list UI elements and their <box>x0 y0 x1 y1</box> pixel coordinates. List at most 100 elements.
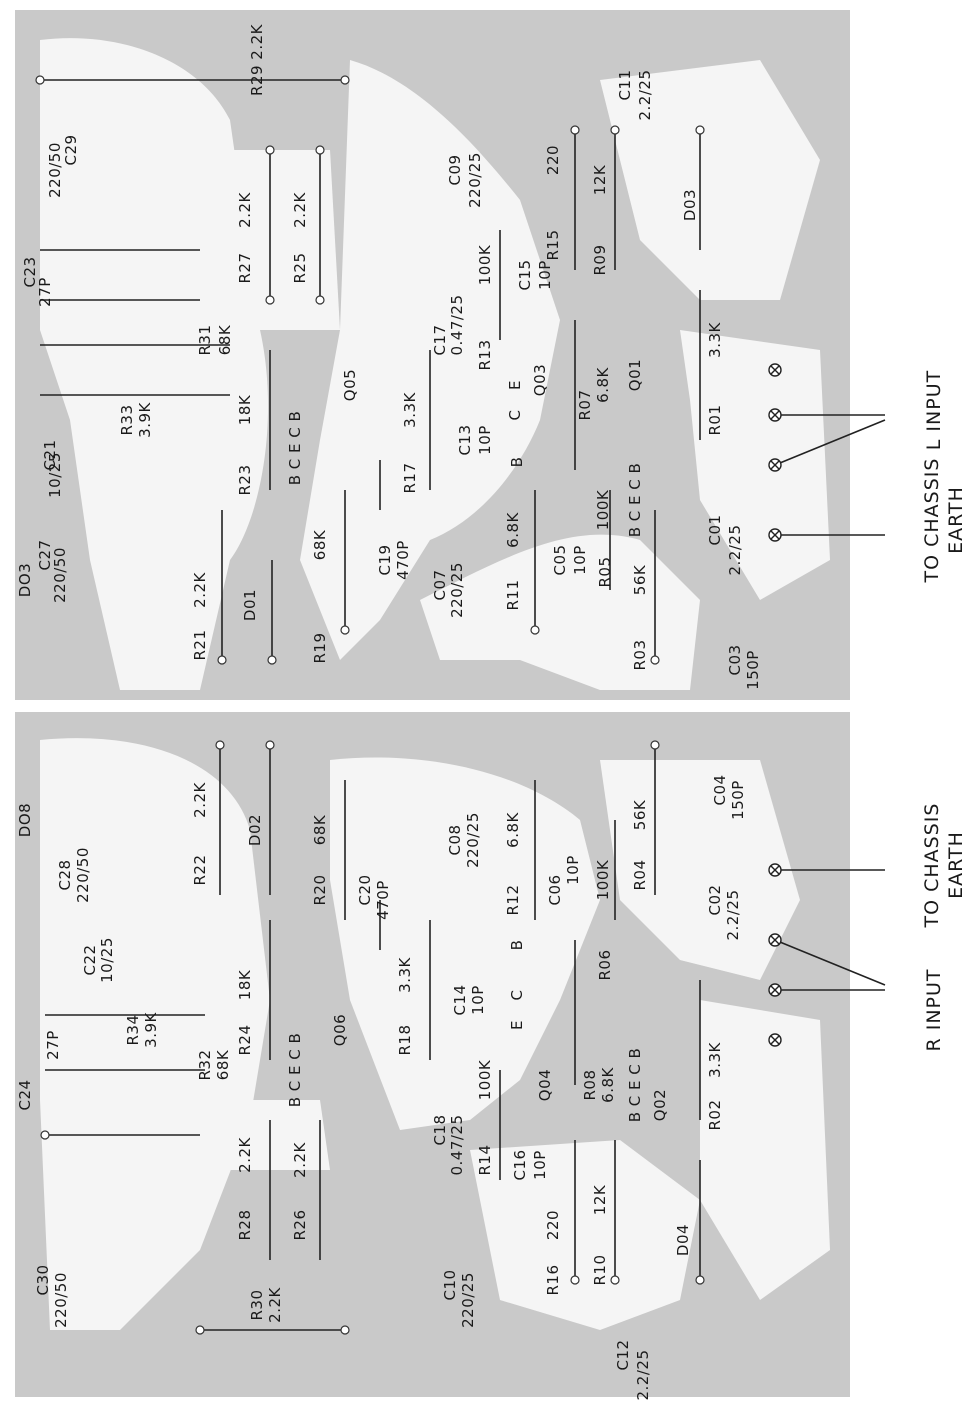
component-label: R31 <box>196 324 214 355</box>
component-label: R14 <box>476 1144 494 1175</box>
component-label: 100K <box>476 1059 494 1100</box>
component-label: DO8 <box>16 803 34 837</box>
component-label: C28 <box>56 859 74 890</box>
component-label: 2.2/25 <box>634 1350 652 1401</box>
component-label: 220/25 <box>466 152 484 208</box>
component-label: C29 <box>62 134 80 165</box>
lower-to-chassis-label-2: EARTH <box>945 831 967 899</box>
lower-wires <box>45 745 886 1331</box>
upper-wires <box>40 79 886 660</box>
component-label: C09 <box>446 154 464 185</box>
component-label: C21 <box>41 439 59 470</box>
component-label: C22 <box>81 944 99 975</box>
component-label: C17 <box>431 324 449 355</box>
upper-to-chassis-label-2: EARTH <box>945 486 967 554</box>
component-label: R27 <box>236 252 254 283</box>
component-label: 10P <box>564 855 582 885</box>
component-label: C <box>506 410 524 421</box>
component-label: C <box>508 990 526 1001</box>
component-label: R26 <box>291 1209 309 1240</box>
component-label: 68K <box>216 324 234 355</box>
component-label: 2.2K <box>236 1136 254 1172</box>
component-label: R10 <box>591 1254 609 1285</box>
component-label: D04 <box>674 1224 692 1256</box>
component-label: R03 <box>631 639 649 670</box>
component-label: 0.47/25 <box>448 294 466 355</box>
component-label: C20 <box>356 874 374 905</box>
component-label: 18K <box>236 394 254 425</box>
component-label: 56K <box>631 799 649 830</box>
component-label: 100K <box>594 489 612 530</box>
component-label: C27 <box>36 539 54 570</box>
component-label: 2.2/25 <box>726 525 744 576</box>
component-label: 2.2/25 <box>724 890 742 941</box>
component-label: 10/25 <box>46 452 64 498</box>
component-label: B C E C B <box>626 463 644 538</box>
l-input-label: L INPUT <box>923 370 945 450</box>
component-label: 150P <box>744 650 762 690</box>
component-label: 2.2K <box>191 571 209 607</box>
lower-to-chassis-label-1: TO CHASSIS <box>921 803 943 929</box>
component-label: DO3 <box>16 563 34 597</box>
component-label: R34 <box>124 1014 142 1045</box>
component-label: 100K <box>594 859 612 900</box>
component-label: R33 <box>118 404 136 435</box>
component-label: 10P <box>476 425 494 455</box>
component-label: R23 <box>236 464 254 495</box>
component-label: 220/25 <box>459 1272 477 1328</box>
component-label: R22 <box>191 854 209 885</box>
component-label: 18K <box>236 969 254 1000</box>
component-label: 56K <box>631 564 649 595</box>
component-label: C01 <box>706 514 724 545</box>
component-label: 2.2K <box>191 781 209 817</box>
component-label: Q02 <box>651 1089 669 1121</box>
component-label: C13 <box>456 424 474 455</box>
component-label: 6.8K <box>594 366 612 402</box>
component-label: 10P <box>571 545 589 575</box>
component-label: 100K <box>476 244 494 285</box>
component-label: D01 <box>241 589 259 621</box>
component-label: 220/25 <box>464 812 482 868</box>
component-label: D03 <box>681 189 699 221</box>
component-label: C02 <box>706 884 724 915</box>
component-label: R24 <box>236 1024 254 1055</box>
component-label: 3.3K <box>401 391 419 427</box>
component-label: C24 <box>16 1079 34 1110</box>
terminals <box>768 363 782 1047</box>
pads <box>35 75 705 1335</box>
component-label: 2.2K <box>291 1141 309 1177</box>
component-label: 10/25 <box>98 937 116 983</box>
component-label: R25 <box>291 252 309 283</box>
component-label: 220/50 <box>52 1272 70 1328</box>
component-label: 10P <box>536 260 554 290</box>
component-label: 2.2K <box>266 1286 284 1322</box>
component-label: Q05 <box>341 369 359 401</box>
component-label: R06 <box>596 949 614 980</box>
component-label: C18 <box>431 1114 449 1145</box>
r-input-label: R INPUT <box>923 968 945 1051</box>
component-label: 68K <box>311 814 329 845</box>
component-label: R28 <box>236 1209 254 1240</box>
component-label: C14 <box>451 984 469 1015</box>
component-label: 68K <box>214 1049 232 1080</box>
component-label: 0.47/25 <box>448 1114 466 1175</box>
component-label: C05 <box>551 544 569 575</box>
upper-to-chassis-label-1: TO CHASSIS <box>921 458 943 584</box>
component-label: D02 <box>246 814 264 846</box>
component-label: 27P <box>36 277 54 307</box>
component-label: 2.2K <box>236 191 254 227</box>
component-label: R04 <box>631 859 649 890</box>
component-label: E <box>506 380 524 390</box>
component-label: B <box>508 940 526 951</box>
component-label: R09 <box>591 244 609 275</box>
component-label: C15 <box>516 259 534 290</box>
component-label: 3.3K <box>706 1041 724 1077</box>
component-label: C06 <box>546 874 564 905</box>
component-label: R02 <box>706 1099 724 1130</box>
component-label: 220 <box>544 1210 562 1240</box>
component-label: 220/50 <box>51 547 69 603</box>
component-label: C19 <box>376 544 394 575</box>
